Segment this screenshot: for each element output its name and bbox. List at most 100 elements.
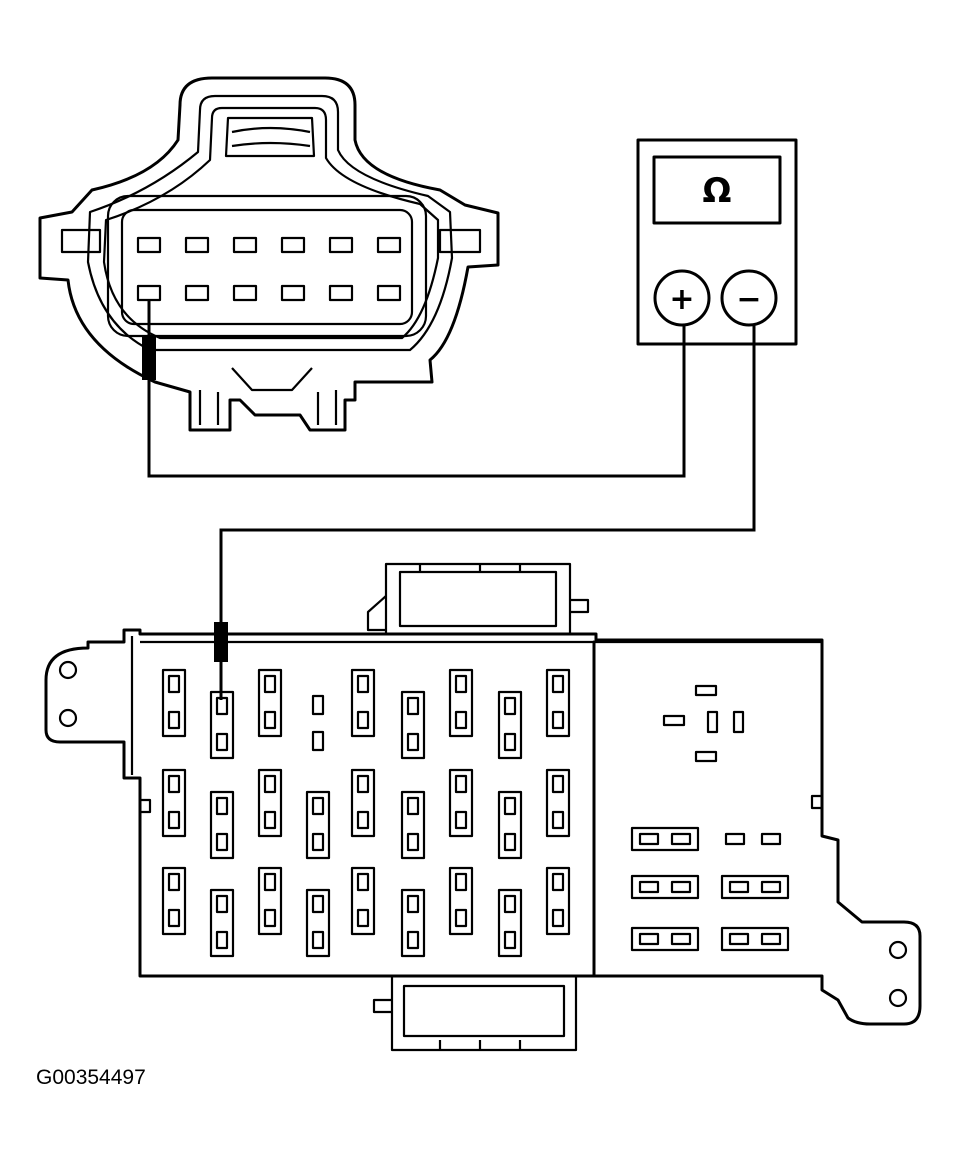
fuse-terminal [167, 710, 181, 730]
negative-sign: − [736, 282, 761, 317]
bottom-housing [372, 974, 578, 1052]
figure-id: G00354497 [36, 1066, 146, 1089]
fuse-terminal [356, 774, 370, 794]
fuse-cavity [545, 668, 571, 738]
fuse-cavity [257, 866, 283, 936]
fuse-terminal [551, 908, 565, 928]
fuse-terminal [454, 774, 468, 794]
fuse-terminal [551, 710, 565, 730]
positive-terminal [653, 269, 711, 327]
fuse-terminal [503, 732, 517, 752]
connector-right-tab [438, 228, 482, 254]
ohmmeter: Ω + − [636, 138, 798, 346]
fuse-cavity [257, 768, 283, 838]
positive-probe-tip [142, 336, 156, 380]
small-terminal [760, 832, 782, 846]
mounting-hole [888, 940, 908, 960]
relay-slot-terminal [760, 932, 782, 946]
fuse-terminal [311, 930, 325, 950]
fuse-cavity [350, 668, 376, 738]
relay-slot [630, 874, 700, 900]
fuse-terminal [167, 810, 181, 830]
fuse-terminal [263, 908, 277, 928]
fuse-terminal [311, 894, 325, 914]
ohm-symbol: Ω [703, 171, 732, 211]
fuse-terminal [263, 810, 277, 830]
fuse-terminal [215, 732, 229, 752]
relay-slots [630, 826, 790, 952]
relay-slot [720, 926, 790, 952]
fuse-cavity [400, 790, 426, 860]
fuse-terminal [167, 872, 181, 892]
fuse-cavity [161, 668, 187, 738]
fuse-terminal [406, 796, 420, 816]
fuse-terminal [503, 894, 517, 914]
fuse-terminal [406, 732, 420, 752]
fuse-cavities [161, 668, 571, 958]
connector-pins [136, 236, 402, 302]
fuse-terminal [263, 674, 277, 694]
fuse-terminal [551, 674, 565, 694]
fuse-terminal [356, 710, 370, 730]
relay-slot-terminal [670, 880, 692, 894]
fuse-cavity [448, 668, 474, 738]
connector [38, 76, 500, 432]
fuse-terminal [406, 930, 420, 950]
connector-pin [232, 236, 258, 254]
relay-slot [630, 926, 700, 952]
fuse-terminal [551, 774, 565, 794]
mini-fuse-slot [311, 694, 325, 716]
positive-test-lead [147, 300, 686, 478]
connector-cavity [106, 194, 428, 338]
relay-terminal [706, 710, 719, 734]
relay-slot-terminal [638, 932, 660, 946]
connector-pin [328, 236, 354, 254]
fuse-cavity [209, 888, 235, 958]
connector-pin [184, 284, 210, 302]
mini-fuse-slot [311, 730, 325, 752]
fuse-terminal [356, 872, 370, 892]
connector-pin [280, 284, 306, 302]
relay-terminal [694, 750, 718, 763]
fuse-cavity [209, 790, 235, 860]
fuse-cavity [400, 690, 426, 760]
fuse-cavity [161, 768, 187, 838]
connector-pin [184, 236, 210, 254]
fuse-terminal [311, 796, 325, 816]
connector-pin [328, 284, 354, 302]
fuse-terminal [454, 872, 468, 892]
mounting-hole [58, 708, 78, 728]
fuse-terminal [454, 908, 468, 928]
connector-pin [136, 284, 162, 302]
relay-terminal [662, 714, 686, 727]
relay-slot [630, 826, 700, 852]
fuse-terminal [167, 908, 181, 928]
fuse-terminal [311, 832, 325, 852]
fuse-terminal [454, 710, 468, 730]
connector-inner-shell-2 [102, 106, 440, 340]
positive-sign: + [669, 282, 694, 317]
small-terminal [724, 832, 746, 846]
fuse-terminal [356, 674, 370, 694]
relay-slot-terminal [638, 832, 660, 846]
fuse-terminal [356, 908, 370, 928]
fuse-terminal [503, 796, 517, 816]
junction-box [44, 562, 922, 1052]
fuse-terminal [406, 832, 420, 852]
relay-slot-terminal [728, 880, 750, 894]
fuse-cavity [350, 768, 376, 838]
fuse-terminal [454, 810, 468, 830]
fuse-cavity [305, 790, 331, 860]
connector-pin [280, 236, 306, 254]
fuse-terminal [263, 872, 277, 892]
fuse-cavity [257, 668, 283, 738]
fuse-cavity [350, 866, 376, 936]
relay-slot-terminal [760, 880, 782, 894]
connector-pin [136, 236, 162, 254]
fuse-cavity [161, 866, 187, 936]
fuse-cavity [209, 690, 235, 760]
fuse-terminal [503, 930, 517, 950]
fuse-terminal [167, 774, 181, 794]
connector-pin [376, 284, 402, 302]
fuse-cavity [497, 790, 523, 860]
